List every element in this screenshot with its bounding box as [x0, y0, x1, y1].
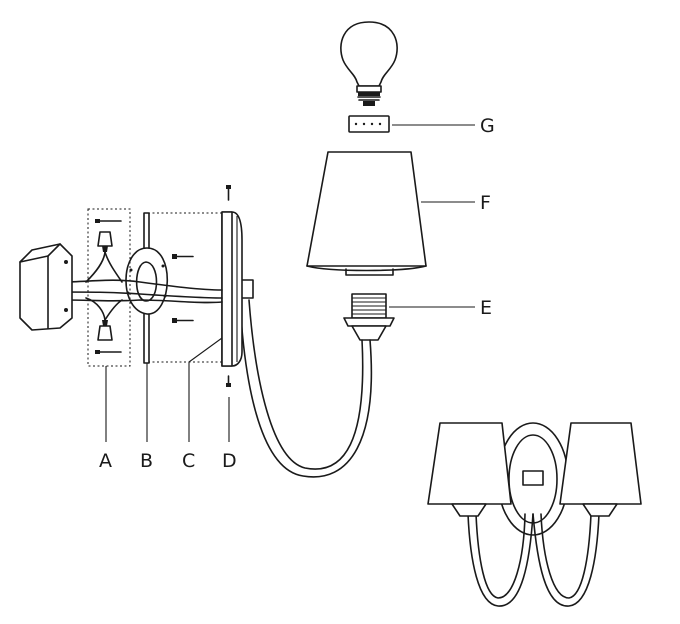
label-d: D: [222, 450, 237, 472]
junction-box: [19, 208, 131, 442]
assembled-sconce: [427, 422, 642, 607]
plate-volume-outline: [148, 212, 223, 442]
label-e: E: [480, 297, 492, 319]
label-a: A: [99, 450, 112, 472]
mounting-bracket: [125, 212, 194, 442]
lamp-shade: [306, 151, 475, 276]
lamp-socket: [343, 293, 475, 341]
label-f: F: [480, 192, 491, 214]
shade-ring: [348, 115, 475, 133]
light-bulb: [340, 21, 398, 106]
label-b: B: [140, 450, 153, 472]
curved-arm: [238, 279, 373, 478]
wall-plate: [221, 185, 243, 442]
label-g: G: [480, 115, 495, 137]
label-c: C: [182, 450, 195, 472]
